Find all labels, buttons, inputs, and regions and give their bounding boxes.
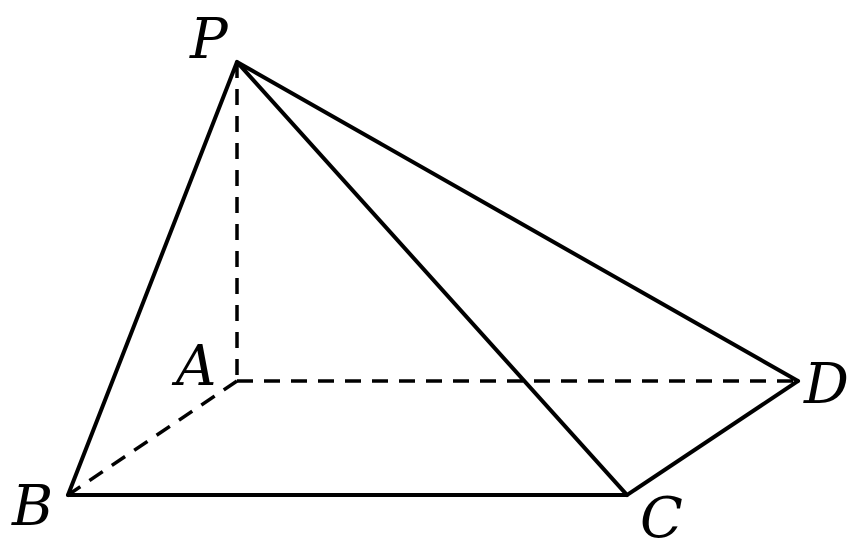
edge-PD bbox=[235, 60, 800, 383]
vertex-label-p: P bbox=[189, 7, 229, 72]
edge-AB bbox=[67, 379, 238, 497]
vertex-label-b: B bbox=[11, 474, 53, 539]
edge-PC bbox=[235, 60, 629, 497]
vertex-label-a: A bbox=[171, 334, 216, 399]
edge-PB bbox=[66, 60, 239, 497]
vertex-label-d: D bbox=[803, 352, 849, 417]
edge-CD bbox=[625, 379, 800, 497]
vertex-label-c: C bbox=[640, 486, 683, 550]
